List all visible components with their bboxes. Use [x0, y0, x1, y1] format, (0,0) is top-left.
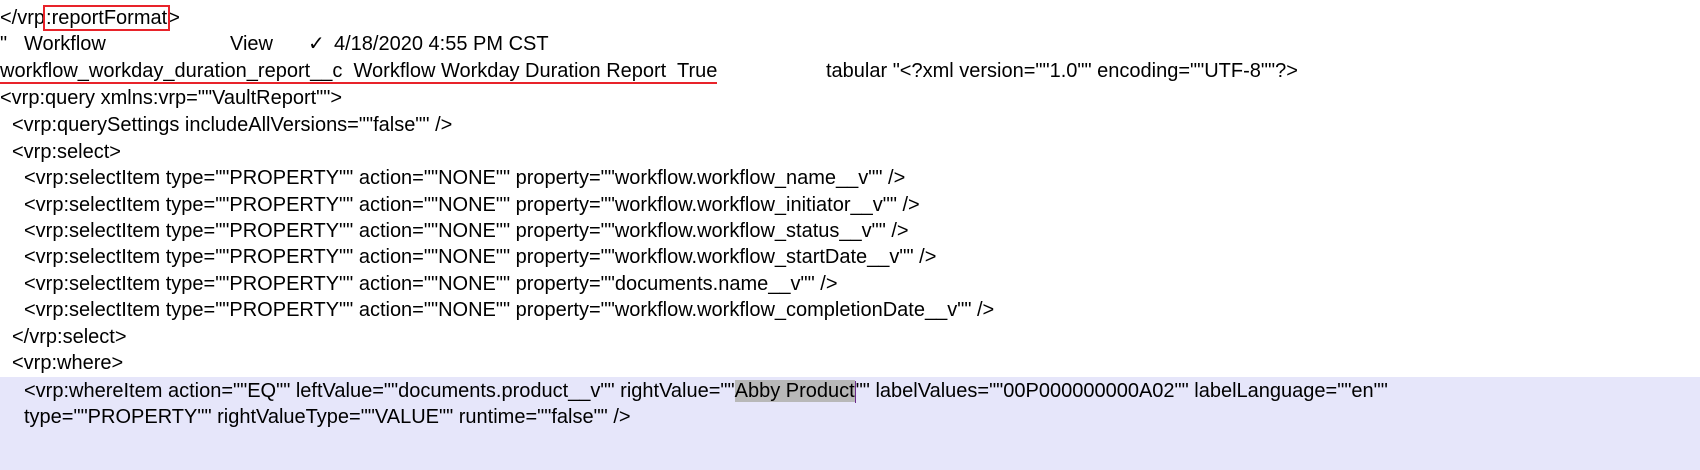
record-row: " Workflow View ✓ 4/18/2020 4:55 PM CST: [0, 31, 549, 57]
where-item-prefix: <vrp:whereItem action=""EQ"" leftValue="…: [24, 380, 735, 402]
xml-declaration: tabular "<?xml version=""1.0"" encoding=…: [826, 60, 1298, 82]
xml-line: <vrp:query xmlns:vrp=""VaultReport"">: [0, 87, 343, 109]
xml-line: <vrp:selectItem type=""PROPERTY"" action…: [24, 299, 995, 321]
action-cell: View: [230, 33, 273, 55]
xml-line: <vrp:where>: [12, 352, 124, 374]
xml-line: <vrp:selectItem type=""PROPERTY"" action…: [24, 246, 937, 268]
report-format-annotation-box: :reportFormat: [43, 5, 171, 31]
where-item-line[interactable]: <vrp:whereItem action=""EQ"" leftValue="…: [24, 378, 1388, 404]
xml-line: </vrp:select>: [12, 326, 127, 348]
xml-line: <vrp:selectItem type=""PROPERTY"" action…: [24, 167, 906, 189]
xml-line: <vrp:selectItem type=""PROPERTY"" action…: [24, 220, 909, 242]
timestamp-cell: 4/18/2020 4:55 PM CST: [334, 33, 549, 55]
check-icon: ✓: [308, 33, 325, 55]
where-item-suffix: "" labelValues=""00P000000000A02"" label…: [855, 380, 1388, 402]
type-cell: Workflow: [24, 33, 106, 55]
closing-tag-suffix: >: [168, 7, 180, 29]
underlined-report-name: workflow_workday_duration_report__c Work…: [0, 60, 718, 84]
where-item-line-continued[interactable]: type=""PROPERTY"" rightValueType=""VALUE…: [24, 406, 631, 428]
report-format-line: </vrp:reportFormat>: [0, 5, 180, 31]
report-name-row: workflow_workday_duration_report__c Work…: [0, 58, 1298, 84]
xml-line: <vrp:querySettings includeAllVersions=""…: [12, 114, 453, 136]
selected-text[interactable]: Abby Product: [734, 380, 855, 402]
quote-char: ": [0, 33, 8, 55]
xml-line: <vrp:selectItem type=""PROPERTY"" action…: [24, 273, 838, 295]
xml-line: <vrp:select>: [12, 141, 121, 163]
closing-tag-prefix: </vrp: [0, 7, 46, 29]
xml-line: <vrp:selectItem type=""PROPERTY"" action…: [24, 194, 920, 216]
text-cursor: [854, 380, 856, 403]
